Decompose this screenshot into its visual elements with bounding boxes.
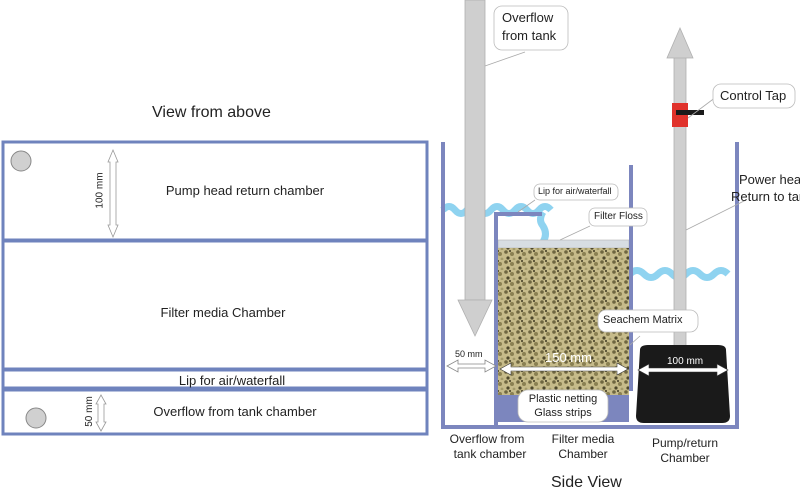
side-view-title: Side View xyxy=(551,474,622,491)
outer-wall-right xyxy=(735,142,739,429)
lip-top xyxy=(494,212,542,216)
top-pump-hole xyxy=(10,150,32,172)
dim-arrow-50mm xyxy=(446,359,497,373)
leader-lip xyxy=(517,199,536,213)
control-tap-handle xyxy=(676,110,704,115)
leader-floss xyxy=(559,225,591,241)
outer-wall-left xyxy=(441,142,445,429)
dim-arrow-100mm xyxy=(637,363,729,377)
callout-power-head-line1: Power head xyxy=(739,172,800,187)
callout-overflow-line1: Overflow xyxy=(502,10,554,25)
side-label-filter-line1: Filter media xyxy=(551,432,615,446)
dim-label-50mm-top: 50 mm xyxy=(83,396,95,427)
bubble-lip xyxy=(533,183,619,201)
callout-filter-floss: Filter Floss xyxy=(594,211,643,222)
side-label-filter-line2: Chamber xyxy=(558,447,608,461)
callout-leaders xyxy=(484,51,747,346)
side-view xyxy=(440,0,796,429)
filter-floss xyxy=(497,239,630,249)
top-lip-chamber xyxy=(1,368,429,390)
top-overflow-hole xyxy=(25,407,47,429)
bubble-overflow xyxy=(493,5,569,51)
side-label-overflow-line2: tank chamber xyxy=(453,447,527,461)
top-overflow-chamber xyxy=(1,388,429,436)
top-dim-arrow-100 xyxy=(107,148,119,239)
bubble-netting xyxy=(517,389,609,423)
callout-netting-line1: Plastic netting xyxy=(528,393,598,405)
top-view xyxy=(1,140,429,436)
callout-overflow-line2: from tank xyxy=(502,28,557,43)
overflow-pipe xyxy=(464,0,486,301)
side-label-overflow-line1: Overflow from xyxy=(449,432,525,446)
callout-seachem-matrix: Seachem Matrix xyxy=(603,314,683,326)
label-lip-chamber: Lip for air/waterfall xyxy=(178,373,286,388)
divider-wall xyxy=(629,165,633,391)
leader-tap xyxy=(687,96,717,119)
pump-body xyxy=(636,345,730,423)
outer-wall-bottom xyxy=(441,425,739,429)
top-view-title: View from above xyxy=(152,104,271,121)
top-dim-arrow-50 xyxy=(95,394,107,432)
leader-power-head xyxy=(685,199,747,231)
dim-label-100mm-side: 100 mm xyxy=(667,356,704,367)
top-filter-chamber xyxy=(1,239,429,371)
label-filter-media-chamber: Filter media Chamber xyxy=(160,305,286,320)
dim-label-100mm-top: 100 mm xyxy=(94,172,106,209)
tank-walls xyxy=(441,142,739,429)
return-pipe xyxy=(673,55,687,353)
dim-arrow-150mm xyxy=(499,362,629,376)
callout-netting-line2: Glass strips xyxy=(534,407,592,419)
top-pump-chamber xyxy=(1,140,429,242)
leader-overflow xyxy=(484,51,526,67)
bubble-tap xyxy=(712,83,796,109)
side-label-pump-line2: Chamber xyxy=(660,451,710,465)
water-waterfall xyxy=(537,210,549,244)
return-pipe-arrowhead xyxy=(666,26,694,59)
dim-label-150mm-side: 150 mm xyxy=(545,350,592,365)
label-overflow-chamber: Overflow from tank chamber xyxy=(153,404,317,419)
callout-control-tap: Control Tap xyxy=(720,88,787,103)
callout-power-head-line2: Return to tank xyxy=(731,189,800,204)
leader-media xyxy=(629,335,641,346)
callout-lip: Lip for air/waterfall xyxy=(538,186,612,196)
overflow-pipe-arrowhead xyxy=(457,299,493,337)
bubble-floss xyxy=(588,207,648,227)
callout-bubbles xyxy=(493,5,796,423)
dim-label-50mm-side: 50 mm xyxy=(455,349,483,359)
lip-wall xyxy=(494,212,498,425)
side-label-pump-line1: Pump/return xyxy=(651,436,719,450)
label-pump-head-chamber: Pump head return chamber xyxy=(165,183,325,198)
bubble-media xyxy=(597,309,699,333)
